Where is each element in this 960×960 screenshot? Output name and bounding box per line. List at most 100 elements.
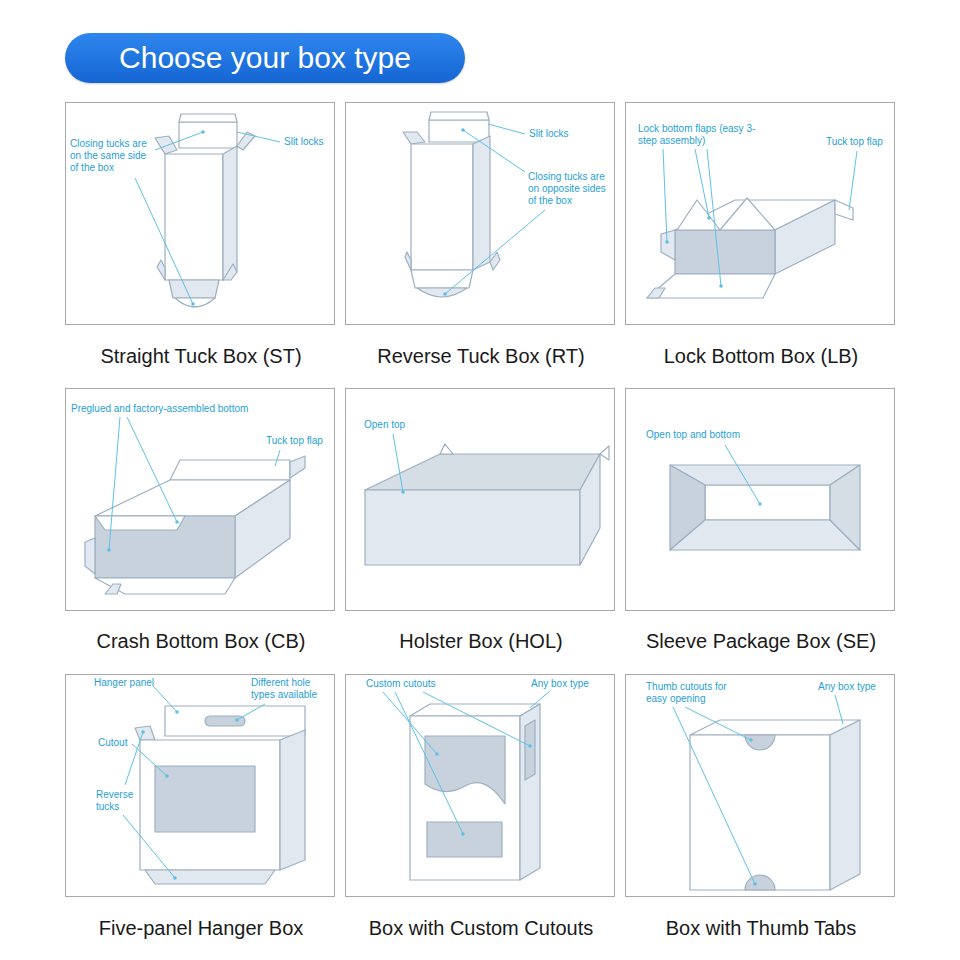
holster-illustration	[580, 454, 600, 565]
callout-label: Different hole types available	[251, 677, 323, 701]
leader-line	[235, 718, 239, 722]
callout-label: Custom cutouts	[366, 678, 435, 690]
leader-line	[488, 124, 525, 134]
crash-bottom-illustration	[105, 584, 121, 594]
thumb-tab-illustration	[690, 735, 830, 890]
crash-bottom-illustration	[85, 456, 305, 594]
leader-line	[165, 774, 169, 778]
hanger-box-illustration	[140, 740, 280, 870]
box-type-panel: Thumb cutouts for easy openingAny box ty…	[625, 674, 895, 897]
leader-line	[383, 691, 550, 836]
leader-line	[528, 744, 532, 748]
custom-cutout-illustration	[427, 822, 502, 857]
crash-bottom-illustration	[170, 460, 290, 480]
callout-label: Slit locks	[284, 136, 323, 148]
lock-bottom-illustration	[647, 198, 853, 298]
crash-bottom-illustration	[95, 516, 185, 530]
leader-line	[725, 445, 762, 506]
straight-tuck-illustration	[155, 136, 177, 154]
leader-line	[153, 686, 177, 712]
callout-label: Tuck top flap	[266, 435, 323, 447]
sleeve-illustration	[670, 465, 860, 550]
box-type-caption: Sleeve Package Box (SE)	[601, 629, 921, 653]
leader-line	[275, 450, 280, 466]
straight-tuck-illustration	[157, 260, 165, 280]
holster-illustration	[440, 444, 453, 454]
reverse-tuck-illustration	[473, 136, 490, 270]
crash-bottom-illustration	[95, 578, 235, 594]
leader-line	[135, 130, 280, 306]
leader-line	[673, 707, 755, 884]
leader-line	[461, 832, 465, 836]
box-type-panel: Slit locksClosing tucks are on opposite …	[345, 102, 615, 325]
box-type-caption: Box with Thumb Tabs	[601, 916, 921, 940]
box-type-caption: Reverse Tuck Box (RT)	[321, 344, 641, 368]
straight-tuck-illustration	[175, 298, 215, 307]
leader-line	[663, 149, 857, 288]
callout-label: Hanger panel	[94, 677, 154, 689]
leader-line	[123, 686, 265, 880]
holster-illustration	[600, 446, 609, 460]
leader-line	[237, 132, 280, 142]
leader-line	[173, 876, 177, 880]
leader-line	[463, 130, 525, 172]
callout-label: Open top and bottom	[646, 429, 740, 441]
box-type-panel: Closing tucks are on the same side of th…	[65, 102, 335, 325]
straight-tuck-illustration	[223, 264, 237, 280]
leader-line	[393, 434, 405, 494]
crash-bottom-illustration	[85, 538, 95, 574]
holster-illustration	[365, 454, 600, 490]
lock-bottom-illustration	[661, 230, 675, 260]
leader-line	[445, 210, 545, 294]
reverse-tuck-illustration	[405, 252, 411, 270]
leader-line	[725, 445, 760, 504]
leader-line	[849, 151, 857, 210]
hanger-box-illustration	[135, 726, 155, 740]
box-type-panel: Custom cutoutsAny box typeBox with Custo…	[345, 674, 615, 897]
box-type-panel: Preglued and factory-assembled bottomTuc…	[65, 388, 335, 611]
lock-bottom-illustration	[775, 200, 835, 274]
leader-line	[201, 130, 205, 134]
leader-line	[663, 149, 667, 242]
box-type-panel: Lock bottom flaps (easy 3-step assembly)…	[625, 102, 895, 325]
leader-line	[443, 124, 545, 296]
leader-line	[175, 520, 179, 524]
leader-line	[707, 216, 711, 220]
leader-line	[423, 692, 530, 746]
callout-label: Closing tucks are on opposite sides of t…	[528, 171, 608, 207]
holster-illustration	[365, 490, 580, 565]
leader-line	[461, 128, 465, 132]
sleeve-illustration	[705, 485, 830, 520]
sleeve-illustration	[830, 465, 860, 550]
holster-illustration	[365, 444, 609, 565]
title-pill: Choose your box type	[65, 33, 465, 83]
leader-line	[719, 284, 723, 288]
box-type-caption: Box with Custom Cutouts	[321, 916, 641, 940]
leader-line	[401, 490, 405, 494]
hanger-box-illustration	[205, 716, 245, 726]
box-type-caption: Five-panel Hanger Box	[41, 916, 361, 940]
leader-line	[107, 548, 111, 552]
straight-tuck-illustration	[155, 114, 255, 307]
box-type-caption: Lock Bottom Box (LB)	[601, 344, 921, 368]
straight-tuck-illustration	[179, 122, 237, 148]
leader-line	[707, 149, 721, 286]
leader-line	[107, 417, 280, 552]
leader-line	[393, 434, 403, 492]
lock-bottom-illustration	[720, 198, 775, 230]
callout-label: Open top	[364, 419, 405, 431]
callout-label: Closing tucks are on the same side of th…	[70, 138, 155, 174]
custom-cutout-illustration	[410, 704, 540, 716]
reverse-tuck-illustration	[403, 132, 425, 144]
leader-line	[530, 691, 550, 708]
reverse-tuck-illustration	[429, 120, 489, 142]
thumb-tab-illustration	[745, 875, 775, 890]
reverse-tuck-illustration	[429, 112, 489, 120]
box-type-caption: Holster Box (HOL)	[321, 629, 641, 653]
sleeve-illustration	[670, 520, 860, 550]
reverse-tuck-illustration	[417, 288, 467, 297]
box-type-panel: Open topHolster Box (HOL)	[345, 388, 615, 611]
crash-bottom-illustration	[235, 480, 290, 578]
leader-line	[175, 710, 179, 714]
callout-label: Any box type	[818, 681, 876, 693]
